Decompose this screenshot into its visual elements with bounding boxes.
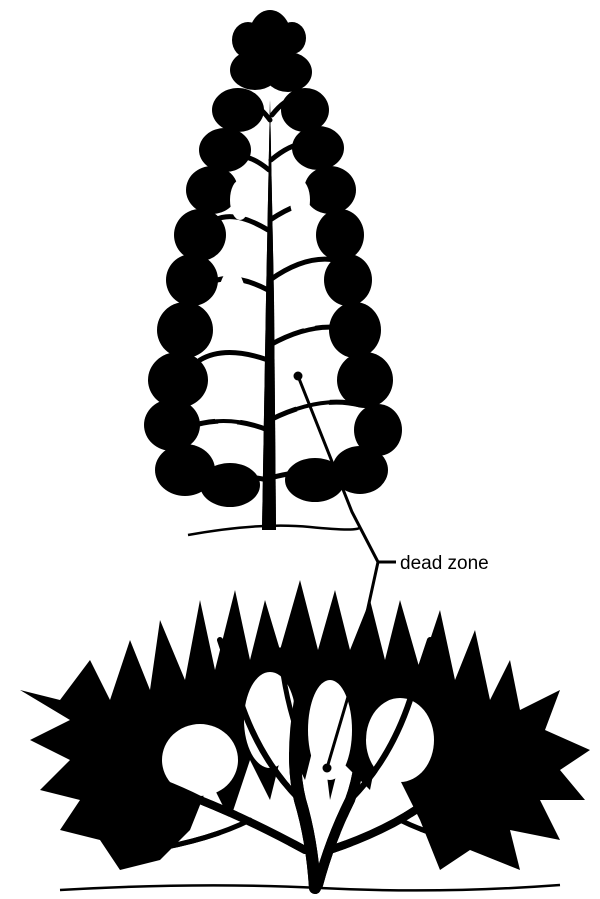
dead-zone-label: dead zone	[400, 553, 489, 574]
callout-dot-shrub	[323, 764, 332, 773]
conical-tree-illustration	[144, 10, 402, 535]
spreading-shrub-illustration	[20, 580, 590, 890]
callout-dot-tree	[294, 372, 303, 381]
